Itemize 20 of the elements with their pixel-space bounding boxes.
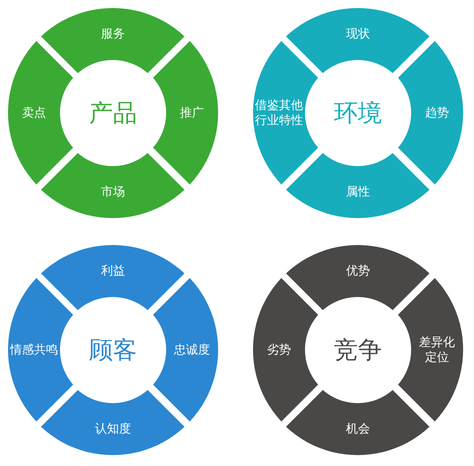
segment-label: 卖点 xyxy=(22,105,46,120)
segment-label: 借鉴其他行业特性 xyxy=(255,98,303,128)
segment-label: 劣势 xyxy=(267,342,291,358)
segment-label: 忠诚度 xyxy=(174,342,210,358)
center-title: 顾客 xyxy=(89,335,137,365)
segment-label: 现状 xyxy=(346,26,370,42)
segment-label: 利益 xyxy=(100,264,125,278)
segment-label: 机会 xyxy=(346,421,370,436)
segment-label: 认知度 xyxy=(94,421,131,436)
center-title: 竞争 xyxy=(334,335,382,365)
segment-label: 情感共鸣 xyxy=(10,342,58,358)
segment-label: 服务 xyxy=(100,26,125,42)
segment-label: 优势 xyxy=(346,264,370,278)
segment-label: 属性 xyxy=(346,184,370,200)
center-title: 环境 xyxy=(334,98,382,128)
segment-label: 差异化定位 xyxy=(418,334,455,365)
center-title: 产品 xyxy=(89,98,137,128)
segment-label: 推广 xyxy=(180,105,204,120)
segment-label: 市场 xyxy=(100,184,125,200)
segment-label: 趋势 xyxy=(424,105,449,120)
